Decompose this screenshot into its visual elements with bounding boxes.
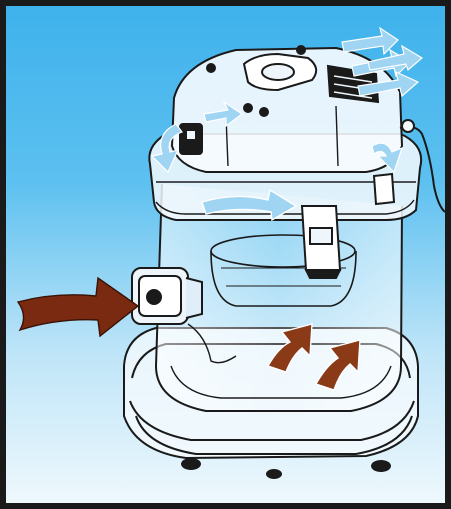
vacuum-diagram-canvas — [6, 6, 445, 503]
side-latch — [374, 174, 394, 204]
lid-latch — [302, 206, 340, 278]
caster-wheels — [181, 458, 391, 479]
intake-airflow-arrow — [18, 278, 138, 336]
